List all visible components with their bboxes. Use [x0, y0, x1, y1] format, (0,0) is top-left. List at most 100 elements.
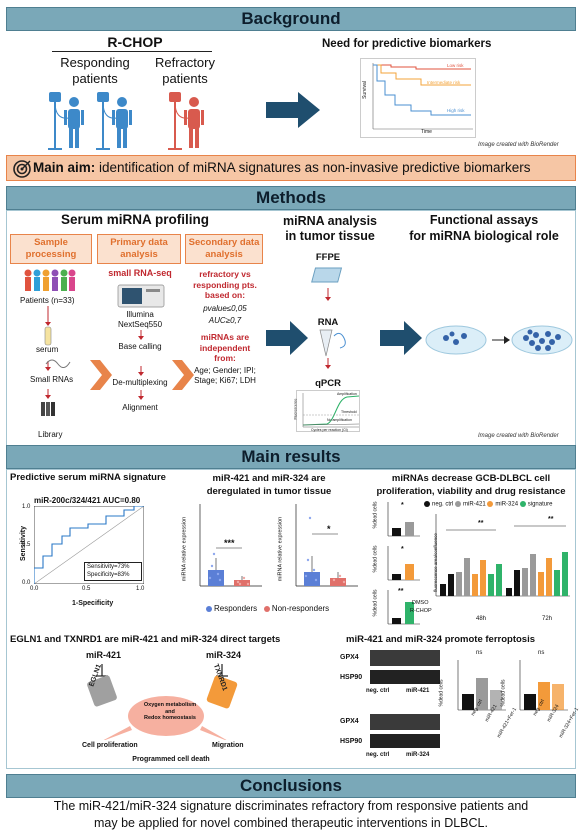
dereg-title: miR-421 and miR-324 are deregulated in t… — [206, 473, 332, 497]
independent-label: miRNAs are independent from: — [199, 332, 251, 363]
rchop-row-label: R-CHOP — [410, 608, 432, 614]
dereg-charts — [199, 504, 358, 587]
patient-icons — [48, 92, 204, 150]
qpcr-label: qPCR — [315, 378, 341, 389]
ffpe-label: FFPE — [315, 252, 341, 263]
secondary-analysis-box: Secondary data analysis — [185, 234, 263, 264]
gpx4-label-1: GPX4 — [340, 654, 359, 661]
main-aim-bar: Main aim: identification of miRNA signat… — [6, 155, 576, 181]
ferro-charts — [457, 660, 568, 711]
legend-signature: signature — [527, 501, 553, 508]
responders-label: Responders — [214, 604, 258, 613]
refractory-vs-label: refractory vs responding pts. based on: — [193, 269, 257, 300]
dereg-legend: Responders Non-responders — [206, 604, 329, 613]
h72-label: 72h — [542, 616, 553, 622]
mir421-blot-label: miR-421 — [406, 688, 430, 694]
mir324-blot-label: miR-324 — [406, 752, 430, 758]
qpcr-chart: Amplification Threshold No amplification… — [294, 390, 360, 432]
qpcr-thr: Threshold — [341, 410, 357, 414]
dereg-ylabel-1: miRNA relative expression — [181, 516, 188, 582]
demultiplexing-label: De-multiplexing — [112, 378, 168, 387]
western-blot-hsp90-1 — [370, 670, 440, 684]
roc-ytick-0: 0.0 — [22, 580, 31, 586]
fluor-sig-72: ** — [548, 516, 554, 523]
serum-title: Serum miRNA profiling — [60, 212, 209, 227]
methods-credit: Image created with BioRender — [478, 433, 559, 439]
dereg-chart-324 — [295, 504, 358, 587]
responding-label: Responding patients — [60, 55, 130, 86]
roc-specificity: Specificity=83% — [87, 571, 130, 578]
negctrl-label-1: neg. ctrl — [366, 688, 390, 694]
gpx4-label-2: GPX4 — [340, 718, 359, 725]
fluor-ylabel: fluorescence area/confluence — [432, 533, 438, 592]
results-header: Main results — [6, 445, 576, 469]
results-title: Main results — [241, 447, 341, 466]
proliferation-label: Cell proliferation — [82, 742, 138, 749]
dead-sig-2: * — [401, 546, 404, 553]
dereg-chart-421 — [199, 504, 262, 587]
targets-title: EGLN1 and TXNRD1 are miR-421 and miR-324… — [10, 634, 281, 645]
patients-label: Patients (n=33) — [20, 296, 75, 305]
chevron-icon-2 — [172, 360, 194, 390]
sequencer-icon — [117, 284, 165, 308]
roc-chart: Sensitivity=73% Specificity=83% — [33, 505, 145, 585]
negctrl-label-2: neg. ctrl — [366, 752, 390, 758]
dereg-sig-421: *** — [224, 538, 235, 548]
target-icon — [13, 160, 31, 178]
dead-cells-label-3: %dead cells — [372, 589, 379, 617]
rna-strand-icon — [45, 359, 71, 368]
western-blot-hsp90-2 — [370, 734, 440, 748]
background-header: Background — [6, 7, 576, 31]
dead-sig-3: ** — [398, 588, 404, 595]
roc-stats-box: Sensitivity=73% Specificity=83% — [84, 562, 142, 581]
roc-xtick-2: 1.0 — [136, 586, 145, 592]
qpcr-amp: Amplification — [337, 392, 357, 396]
background-title: Background — [241, 9, 341, 28]
survival-chart: Survival Time Low risk Intermediate risk… — [360, 58, 476, 138]
rchop-label: R-CHOP — [107, 34, 163, 50]
qpcr-xlabel: Cycles per reaction (Ct) — [311, 428, 348, 432]
oxygen-label: Oxygen metabolism and Redox homeostasis — [143, 702, 197, 721]
decrease-title: miRNAs decrease GCB-DLBCL cell prolifera… — [376, 473, 566, 497]
methods-arrow-icon-1 — [266, 321, 308, 355]
fluor-48h — [440, 558, 502, 596]
library-label: Library — [38, 430, 63, 439]
roc-ytick-1: 0.5 — [22, 542, 31, 548]
dereg-ylabel-2: miRNA relative expression — [277, 516, 284, 582]
dead-cells-mini-2 — [387, 546, 420, 581]
tissue-flow — [311, 267, 346, 369]
migration-label: Migration — [212, 742, 244, 749]
illumina-label: Illumina NextSeq550 — [117, 310, 163, 329]
decrease-legend: neg. ctrl miR-421 miR-324 signature — [424, 501, 552, 508]
auc-label: AUC≥0,7 — [208, 316, 242, 325]
target-mir324: miR-324 — [206, 650, 242, 660]
dereg-sig-324: * — [327, 524, 331, 534]
need-biomarkers: Need for predictive biomarkers — [322, 38, 492, 50]
ns-label-2: ns — [538, 650, 545, 656]
responders-swatch — [206, 605, 212, 612]
ferro-chart-421 — [457, 660, 506, 711]
main-aim-label: Main aim: — [33, 160, 96, 175]
non-responders-swatch — [263, 605, 270, 612]
ferro-ylabel-1: %dead cells — [438, 679, 445, 707]
small-rnas-label: Small RNAs — [30, 375, 74, 384]
alignment-label: Alignment — [122, 403, 158, 412]
legend-mir324: miR-324 — [495, 501, 519, 508]
dead-sig-1: * — [401, 502, 404, 509]
western-blot-gpx4-1 — [370, 650, 440, 666]
iv-drip-icon-1 — [48, 92, 84, 150]
tissue-title: miRNA analysis in tumor tissue — [282, 214, 378, 243]
chevron-icon-1 — [90, 360, 112, 390]
sample-processing-box: Sample processing — [10, 234, 92, 264]
serum-label: serum — [36, 345, 59, 354]
dead-cells-mini-1 — [387, 502, 420, 537]
results-panel — [6, 469, 576, 769]
hsp90-label-1: HSP90 — [340, 674, 363, 681]
dead-cells-mini-3 — [387, 590, 420, 625]
low-risk-label: Low risk — [447, 63, 464, 68]
methods-arrow-icon-2 — [380, 321, 422, 355]
ferro-ylabel-2: %dead cells — [500, 679, 507, 707]
methods-header: Methods — [6, 186, 576, 210]
targets-diagram — [87, 664, 238, 740]
ferro-chart-324 — [519, 660, 568, 711]
